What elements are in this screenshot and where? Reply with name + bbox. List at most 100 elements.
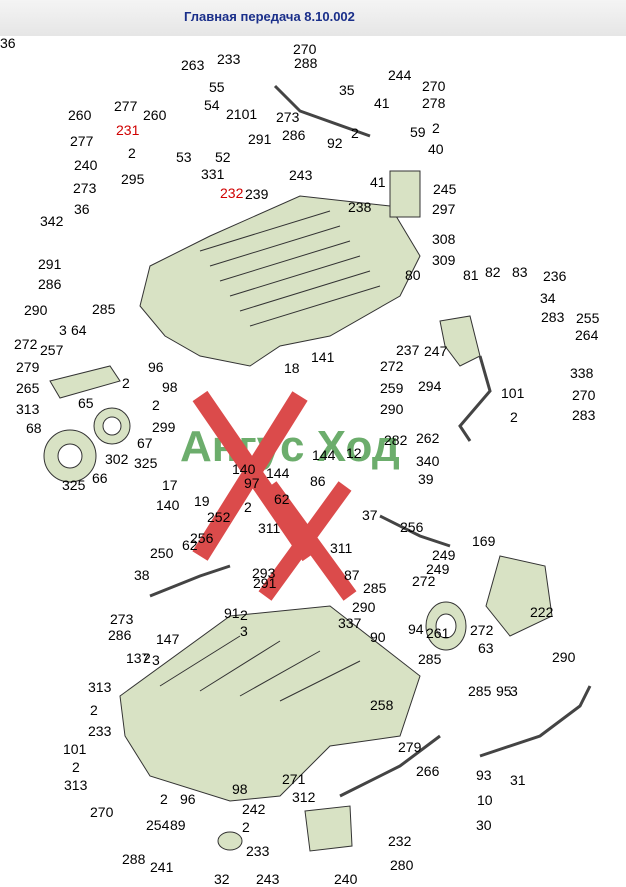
part-label-2[interactable]: 2 [510,409,518,425]
part-label-18[interactable]: 18 [284,360,300,376]
part-label-2[interactable]: 2 [90,702,98,718]
part-label-270[interactable]: 270 [90,804,114,820]
part-label-277[interactable]: 277 [70,133,94,149]
part-label-232[interactable]: 232 [220,185,244,201]
part-label-80[interactable]: 80 [405,267,421,283]
part-label-68[interactable]: 68 [26,420,42,436]
part-label-299[interactable]: 299 [152,419,176,435]
part-label-140[interactable]: 140 [232,461,256,477]
part-label-2[interactable]: 2 [160,791,168,807]
part-label-81[interactable]: 81 [463,267,479,283]
part-label-313[interactable]: 313 [16,401,40,417]
part-label-311[interactable]: 311 [258,520,281,536]
part-label-239[interactable]: 239 [245,186,269,202]
part-label-233[interactable]: 233 [217,51,241,67]
part-label-290[interactable]: 290 [24,302,48,318]
part-label-261[interactable]: 261 [426,625,450,641]
part-label-66[interactable]: 66 [92,470,108,486]
part-label-2101[interactable]: 2101 [226,106,258,122]
part-label-288[interactable]: 288 [122,851,146,867]
part-label-270[interactable]: 270 [293,41,317,57]
part-label-255[interactable]: 255 [576,310,600,326]
part-label-272[interactable]: 272 [380,358,404,374]
part-label-222[interactable]: 222 [530,604,554,620]
part-label-37[interactable]: 37 [362,507,378,523]
part-label-64[interactable]: 64 [71,322,87,338]
part-label-245[interactable]: 245 [433,181,457,197]
part-label-236[interactable]: 236 [543,268,567,284]
part-label-279[interactable]: 279 [16,359,40,375]
part-label-36[interactable]: 36 [74,201,90,217]
part-label-273[interactable]: 273 [276,109,300,125]
part-label-137[interactable]: 137 [126,650,150,666]
part-label-3[interactable]: 3 [59,322,67,338]
part-label-140[interactable]: 140 [156,497,180,513]
part-label-290[interactable]: 290 [552,649,576,665]
part-label-291[interactable]: 291 [248,131,272,147]
part-label-280[interactable]: 280 [390,857,414,873]
part-label-93[interactable]: 93 [476,767,492,783]
part-label-273[interactable]: 273 [110,611,134,627]
part-label-242[interactable]: 242 [242,801,266,817]
part-label-258[interactable]: 258 [370,697,394,713]
part-label-283[interactable]: 283 [541,309,565,325]
part-label-311[interactable]: 311 [330,540,353,556]
part-label-240[interactable]: 240 [334,871,358,887]
part-label-285[interactable]: 285 [92,301,116,317]
part-label-91[interactable]: 91 [224,605,240,621]
part-label-249[interactable]: 249 [432,547,456,563]
part-label-247[interactable]: 247 [424,343,448,359]
part-label-263[interactable]: 263 [181,57,205,73]
part-label-313[interactable]: 313 [88,679,112,695]
part-label-302[interactable]: 302 [105,451,129,467]
part-label-144[interactable]: 144 [312,447,336,463]
part-label-259[interactable]: 259 [380,380,404,396]
part-label-231[interactable]: 231 [116,122,140,138]
part-label-249[interactable]: 249 [426,561,450,577]
part-label-256[interactable]: 256 [190,530,214,546]
part-label-272[interactable]: 272 [412,573,436,589]
part-label-266[interactable]: 266 [416,763,440,779]
part-label-34[interactable]: 34 [540,290,556,306]
part-label-96[interactable]: 96 [148,359,164,375]
part-label-233[interactable]: 233 [88,723,112,739]
part-label-257[interactable]: 257 [40,342,64,358]
part-label-260[interactable]: 260 [68,107,92,123]
part-label-62[interactable]: 62 [274,491,290,507]
part-label-282[interactable]: 282 [384,432,408,448]
part-label-101[interactable]: 101 [501,385,525,401]
part-label-38[interactable]: 38 [134,567,150,583]
part-label-92[interactable]: 92 [327,135,343,151]
part-label-295[interactable]: 295 [121,171,145,187]
part-label-232[interactable]: 232 [388,833,412,849]
part-label-250[interactable]: 250 [150,545,174,561]
part-label-283[interactable]: 283 [572,407,596,423]
part-label-90[interactable]: 90 [370,629,386,645]
part-label-309[interactable]: 309 [432,252,456,268]
part-label-337[interactable]: 337 [338,615,362,631]
part-label-10[interactable]: 10 [477,792,493,808]
part-label-290[interactable]: 290 [380,401,404,417]
part-label-147[interactable]: 147 [156,631,180,647]
part-label-55[interactable]: 55 [209,79,225,95]
part-label-272[interactable]: 272 [470,622,494,638]
part-label-86[interactable]: 86 [310,473,326,489]
part-label-2[interactable]: 2 [351,125,359,141]
part-label-98[interactable]: 98 [232,781,248,797]
part-label-63[interactable]: 63 [478,640,494,656]
part-label-89[interactable]: 89 [170,817,186,833]
part-label-54[interactable]: 54 [204,97,220,113]
part-label-19[interactable]: 19 [194,493,210,509]
part-label-254[interactable]: 254 [146,817,170,833]
part-label-2[interactable]: 2 [143,650,151,666]
part-label-279[interactable]: 279 [398,739,422,755]
part-label-41[interactable]: 41 [374,95,390,111]
part-label-2[interactable]: 2 [244,499,252,515]
part-label-67[interactable]: 67 [137,435,153,451]
part-label-97[interactable]: 97 [244,475,260,491]
part-label-35[interactable]: 35 [339,82,355,98]
part-label-237[interactable]: 237 [396,342,420,358]
part-label-294[interactable]: 294 [418,378,442,394]
part-label-286[interactable]: 286 [108,627,132,643]
part-label-87[interactable]: 87 [344,567,360,583]
